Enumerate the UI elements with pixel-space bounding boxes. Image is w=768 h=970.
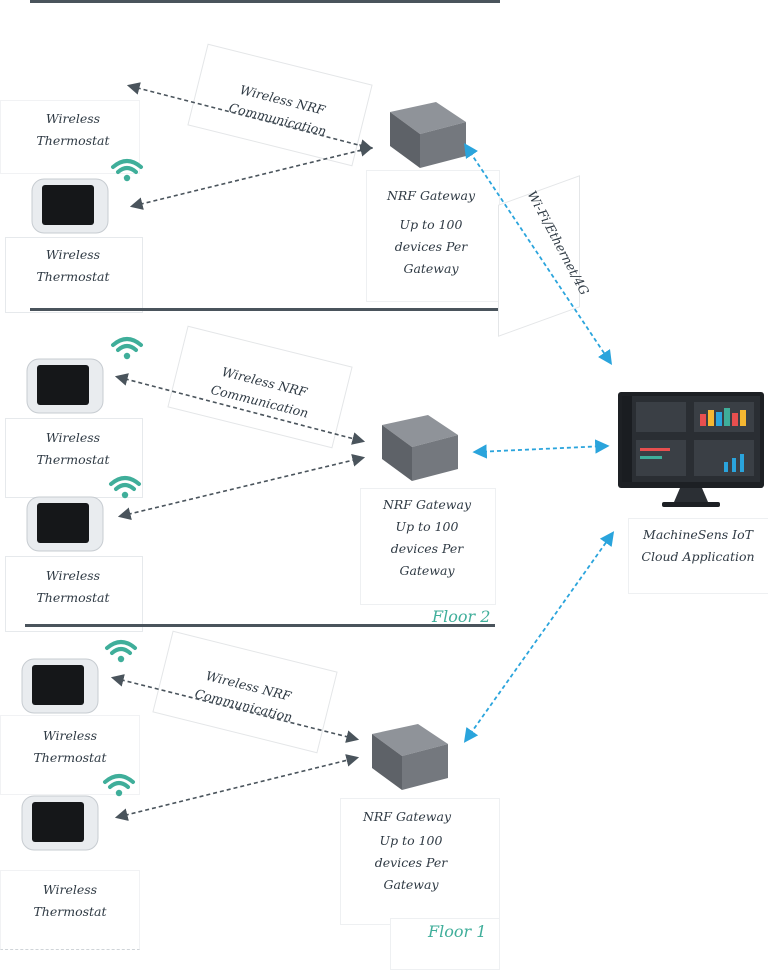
nrf-link-arrow — [114, 754, 360, 821]
thermostat-label: Wireless Thermostat — [33, 882, 107, 919]
gateway-title: NRF Gateway — [386, 188, 476, 203]
thermostat-label-box — [5, 237, 143, 313]
gateway-desc: Up to 100 devices Per Gateway — [374, 833, 448, 892]
monitor-icon — [614, 388, 768, 514]
thermostat-icon — [30, 175, 110, 237]
thermostat-label-box — [5, 556, 143, 632]
floor-divider — [30, 308, 500, 311]
thermostat-label: Wireless Thermostat — [36, 247, 110, 284]
thermostat-label-box — [0, 100, 140, 174]
top-divider — [30, 0, 500, 3]
floor-label: Floor 1 — [428, 922, 487, 941]
uplink-arrow — [464, 143, 612, 365]
thermostat-icon — [20, 655, 100, 717]
thermostat-icon — [20, 792, 100, 854]
gateway-title: NRF Gateway — [362, 809, 452, 824]
nrf-link-arrow — [126, 82, 374, 152]
gateway-desc: Up to 100 devices Per Gateway — [394, 217, 468, 276]
thermostat-label: Wireless Thermostat — [36, 430, 110, 467]
thermostat-label: Wireless Thermostat — [33, 728, 107, 765]
wifi-icon — [110, 333, 144, 361]
thermostat-label: Wireless Thermostat — [36, 568, 110, 605]
thermostat-label-box — [0, 870, 140, 950]
thermostat-label: Wireless Thermostat — [36, 111, 110, 148]
gateway-desc: Up to 100 devices Per Gateway — [390, 519, 464, 578]
uplink-arrow — [472, 439, 610, 459]
floor-divider — [25, 624, 495, 627]
thermostat-icon — [25, 355, 105, 417]
gateway-title: NRF Gateway — [382, 497, 472, 512]
cloud-label-box — [628, 518, 768, 594]
nrf-link-arrow — [129, 144, 374, 210]
nrf-link-arrow — [117, 454, 366, 520]
gateway-icon — [372, 413, 460, 483]
gateway-icon — [380, 100, 468, 170]
wifi-icon — [104, 636, 138, 664]
thermostat-icon — [25, 493, 105, 555]
gateway-icon — [362, 722, 450, 792]
nrf-link-arrow — [110, 674, 360, 743]
uplink-arrow — [463, 531, 615, 743]
nrf-link-arrow — [114, 373, 366, 445]
gateway-label-box — [340, 798, 500, 925]
cloud-label: MachineSens IoT Cloud Application — [641, 527, 755, 564]
